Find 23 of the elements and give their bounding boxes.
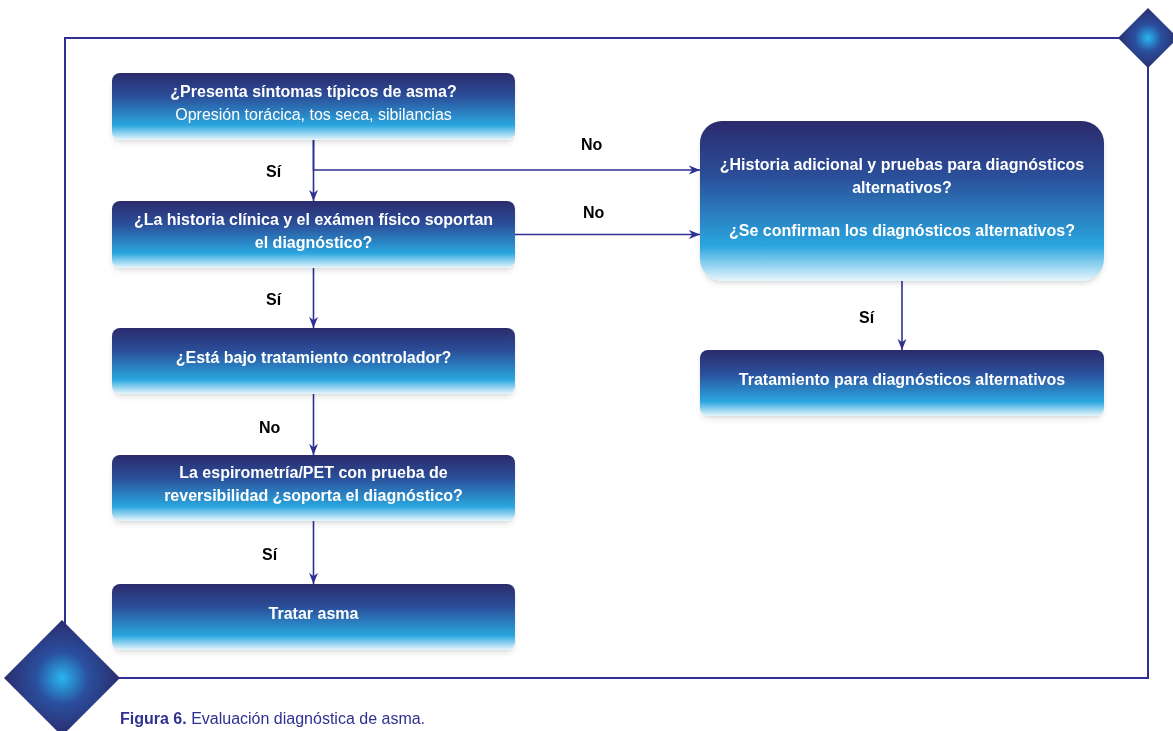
node-text: Tratamiento para diagnósticos alternativos bbox=[738, 369, 1066, 390]
figure-caption: Figura 6. Evaluación diagnóstica de asma. bbox=[120, 709, 426, 729]
arrow bbox=[309, 393, 318, 456]
node-text: La espirometría/PET con prueba de reversibilidad ¿soporta el diagnóstico? bbox=[163, 463, 464, 506]
arrow bbox=[312, 139, 701, 175]
node-text: ¿Historia adicional y pruebas para diagnósticos alternativos? bbox=[718, 154, 1086, 198]
process-box bbox=[112, 201, 515, 268]
process-box bbox=[112, 584, 515, 650]
process-box bbox=[700, 121, 1104, 281]
node-text: ¿Está bajo tratamiento controlador? bbox=[175, 347, 452, 368]
process-box bbox=[112, 73, 515, 140]
node-text: ¿La historia clínica y el exámen físico soportan el diagnóstico? bbox=[132, 209, 495, 253]
arrow bbox=[309, 267, 318, 329]
node-text: ¿Presenta síntomas típicos de asma? bbox=[170, 81, 457, 102]
arrow bbox=[514, 230, 701, 239]
process-box bbox=[112, 328, 515, 394]
node-text: ¿Se confirman los diagnósticos alternativos? bbox=[729, 220, 1075, 241]
process-box bbox=[700, 350, 1104, 416]
arrow bbox=[897, 280, 907, 351]
process-box bbox=[112, 455, 515, 521]
arrow bbox=[309, 520, 318, 585]
node-text: Opresión torácica, tos seca, sibilancias bbox=[175, 104, 452, 125]
node-text: Tratar asma bbox=[268, 603, 359, 624]
